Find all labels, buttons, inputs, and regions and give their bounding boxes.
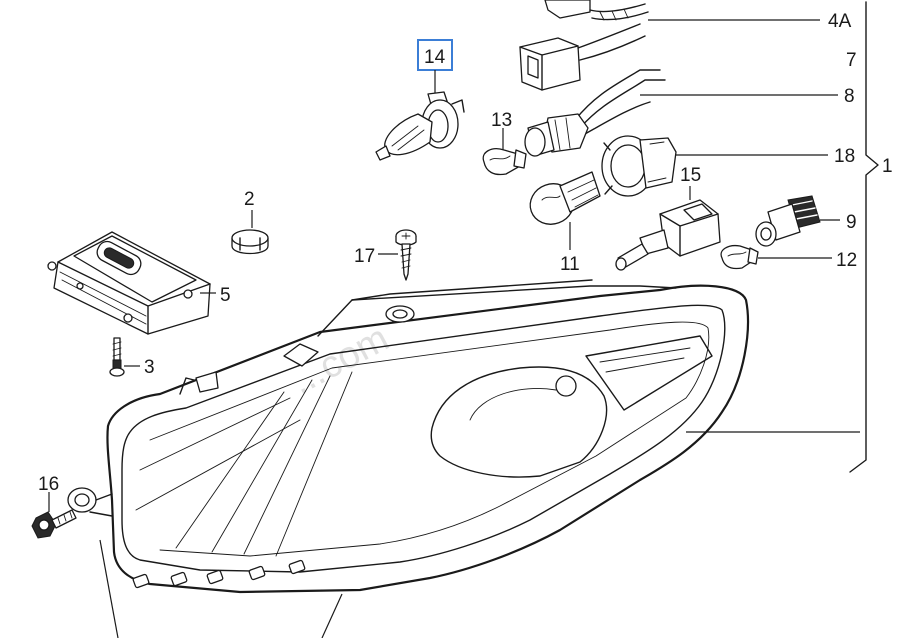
leader-bottom-center	[321, 593, 343, 638]
part-17-screw[interactable]	[395, 229, 417, 281]
label-14-highlight-box[interactable]	[417, 39, 453, 71]
label-17[interactable]: 17	[354, 246, 375, 267]
part-1-headlight-housing[interactable]	[67, 279, 749, 594]
part-15-xenon-bulb[interactable]	[615, 199, 721, 271]
part-7-connector[interactable]	[519, 23, 646, 91]
assembly-bracket	[686, 1, 879, 473]
label-15[interactable]: 15	[680, 165, 701, 186]
label-8[interactable]: 8	[844, 86, 855, 107]
label-18[interactable]: 18	[834, 146, 855, 167]
label-13[interactable]: 13	[491, 110, 512, 131]
label-9[interactable]: 9	[846, 212, 857, 233]
label-4a[interactable]: 4A	[828, 11, 852, 32]
part-14-h7-bulb[interactable]	[375, 91, 465, 161]
label-1[interactable]: 1	[882, 156, 893, 177]
label-3[interactable]: 3	[144, 357, 155, 378]
part-9-socket[interactable]	[755, 195, 821, 247]
part-2-cap[interactable]	[231, 229, 269, 255]
label-2[interactable]: 2	[244, 189, 255, 210]
label-16[interactable]: 16	[38, 474, 59, 495]
part-3-screw[interactable]	[109, 337, 125, 377]
label-7[interactable]: 7	[846, 50, 857, 71]
leader-bottom-left	[99, 539, 119, 638]
part-18-bulb-holder[interactable]	[601, 135, 677, 197]
part-5-ballast-control-unit[interactable]	[47, 231, 211, 335]
part-11-bulb[interactable]	[524, 171, 601, 230]
part-12-wedge-bulb[interactable]	[720, 244, 759, 270]
label-12[interactable]: 12	[836, 250, 857, 271]
label-14[interactable]: 14	[424, 47, 446, 68]
label-11[interactable]: 11	[560, 254, 580, 275]
part-13-wedge-bulb[interactable]	[482, 148, 527, 176]
part-16-screw[interactable]	[31, 509, 77, 539]
part-4a-connector[interactable]	[544, 0, 649, 21]
part-8-socket-wires[interactable]	[524, 69, 666, 157]
label-5[interactable]: 5	[220, 285, 231, 306]
